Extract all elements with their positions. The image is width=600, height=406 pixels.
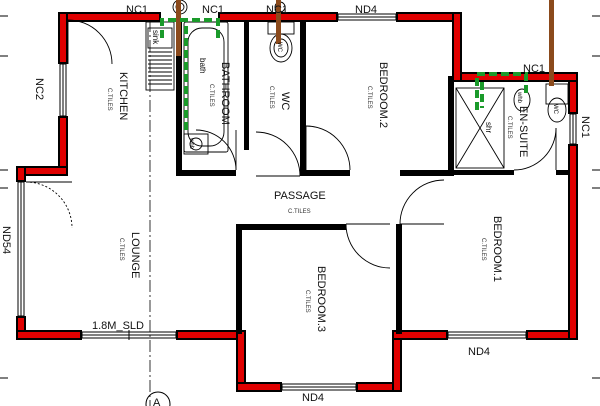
room-passage-label: PASSAGE: [274, 190, 326, 202]
ensuite-wc-label: WC: [552, 104, 558, 115]
room-kitchen-label: KITCHEN: [117, 72, 129, 120]
room-wc-finish: C.TILES: [268, 86, 274, 109]
window-label-nd4-top: ND4: [355, 4, 377, 16]
fixture-labels: sink bath whb WC WC whb shr: [151, 30, 558, 150]
margin-ticks: [0, 15, 600, 379]
window-label-nc1-e: NC1: [579, 116, 591, 138]
room-bedroom1-label: BEDROOM.1: [491, 216, 503, 282]
window-label-nc2: NC2: [33, 78, 45, 100]
room-lounge-finish: C.TILES: [118, 238, 124, 261]
bath-label: bath: [198, 58, 207, 74]
sink-label: sink: [151, 30, 160, 45]
internal-walls: [176, 20, 570, 334]
window-label-nd4-b3: ND4: [302, 392, 324, 404]
room-ensuite-label: EN-SUITE: [517, 106, 529, 157]
window-labels: NC1 NC1 NC1 ND4 NC1 NC1 NC2 ND54 ND4 ND4…: [0, 4, 591, 404]
door-swings: [25, 19, 557, 269]
room-bedroom2-finish: C.TILES: [366, 86, 372, 109]
shower-label: shr: [484, 122, 493, 133]
window-label-nc1-a: NC1: [126, 4, 148, 16]
windows: [17, 13, 577, 391]
bath-whb-label: whb: [188, 137, 194, 150]
window-label-nc1-c: NC1: [266, 4, 288, 16]
room-kitchen-finish: C.TILES: [106, 88, 112, 111]
sliding-door-label: 1.8M_SLD: [92, 320, 144, 332]
room-lounge-label: LOUNGE: [129, 232, 141, 278]
room-bathroom-finish: C.TILES: [208, 84, 214, 107]
drainage-lines: [160, 18, 528, 134]
room-bedroom3-finish: C.TILES: [304, 290, 310, 313]
room-wc-label: WC: [279, 92, 291, 110]
room-bedroom1-finish: C.TILES: [480, 238, 486, 261]
room-bedroom2-label: BEDROOM.2: [377, 62, 389, 128]
room-ensuite-finish: C.TILES: [506, 116, 512, 139]
wc-fixture-label: WC: [276, 42, 282, 53]
vent-pipes: [176, 0, 554, 86]
window-label-nd4-b1: ND4: [468, 346, 490, 358]
section-marker: A: [145, 391, 171, 406]
room-bedroom3-label: BEDROOM.3: [315, 266, 327, 332]
room-bathroom-label: BATHROOM: [219, 62, 231, 125]
window-label-nc1-b: NC1: [202, 4, 224, 16]
room-labels: KITCHEN C.TILES BATHROOM C.TILES WC C.TI…: [106, 62, 529, 332]
window-label-nd54: ND54: [0, 226, 12, 254]
ensuite-whb-label: whb: [516, 91, 522, 104]
room-passage-finish: C.TILES: [288, 209, 311, 215]
section-marker-label: A: [153, 397, 161, 406]
window-label-nc1-d: NC1: [523, 63, 545, 75]
